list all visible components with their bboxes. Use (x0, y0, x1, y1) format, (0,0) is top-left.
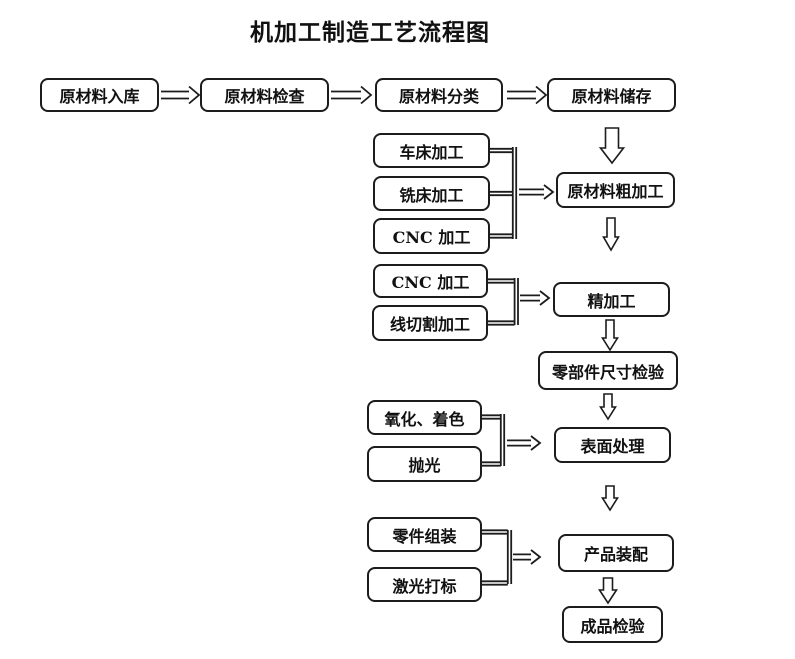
node-polishing: 抛光 (367, 446, 482, 482)
node-raw-material-storage: 原材料储存 (547, 78, 676, 112)
arrow-bus-to-assembly-icon (513, 549, 542, 565)
node-parts-dimension-inspection: 零部件尺寸检验 (538, 351, 678, 390)
node-raw-material-rough-machining: 原材料粗加工 (556, 172, 675, 208)
bus-fine-inputs (488, 278, 519, 326)
node-finished-product-inspection: 成品检验 (562, 606, 663, 643)
arrow-assembly-to-final-icon (598, 577, 618, 605)
arrow-inspection-to-surface-icon (599, 393, 617, 421)
arrow-bus-to-surface-icon (507, 435, 542, 451)
node-oxidation-coloring: 氧化、着色 (367, 400, 482, 435)
node-lathe-machining: 车床加工 (373, 133, 490, 168)
node-milling-machining: 铣床加工 (373, 176, 490, 211)
arrow-inbound-to-check-icon (161, 85, 201, 105)
node-cnc-machining-fine: CNC 加工 (373, 264, 488, 298)
arrow-sort-to-store-icon (507, 85, 548, 105)
node-raw-material-inbound: 原材料入库 (40, 78, 159, 112)
node-parts-assembly: 零件组装 (367, 517, 482, 552)
node-fine-machining: 精加工 (553, 282, 670, 317)
node-wire-cutting: 线切割加工 (372, 305, 488, 341)
arrow-bus-to-rough-icon (519, 184, 555, 200)
node-cnc-machining-rough: CNC 加工 (373, 218, 490, 254)
node-surface-treatment: 表面处理 (554, 427, 671, 463)
node-laser-marking: 激光打标 (367, 567, 482, 602)
diagram-title: 机加工制造工艺流程图 (250, 19, 490, 46)
arrow-rough-down-icon (602, 217, 620, 252)
arrow-fine-to-inspection-icon (601, 319, 619, 352)
bus-surface-inputs (482, 414, 506, 467)
node-raw-material-sorting: 原材料分类 (375, 78, 503, 112)
node-product-assembly: 产品装配 (558, 534, 674, 572)
arrow-bus-to-fine-icon (520, 290, 551, 306)
bus-assembly-inputs (482, 529, 513, 586)
node-raw-material-inspection: 原材料检查 (200, 78, 329, 112)
arrow-check-to-sort-icon (331, 85, 373, 105)
arrow-surface-to-assembly-icon (601, 485, 619, 512)
bus-rough-inputs (490, 147, 518, 239)
arrow-store-to-rough-icon (598, 127, 626, 165)
